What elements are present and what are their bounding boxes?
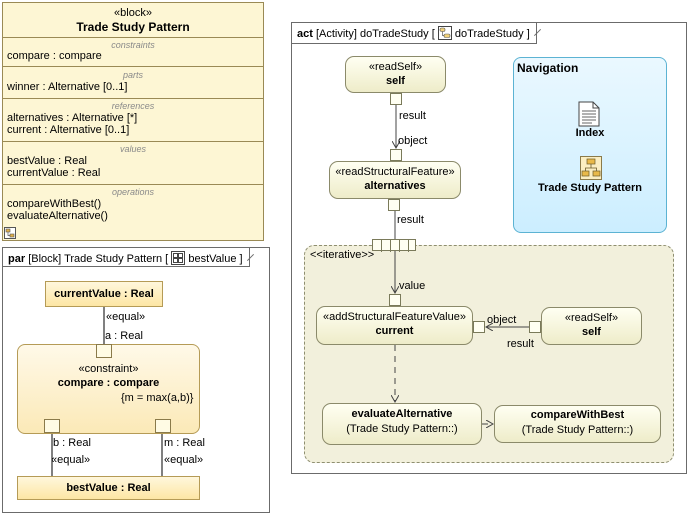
constraints-compartment [3,37,263,38]
act-type: [Activity] [315,28,357,40]
read-self-inner-stereotype: «readSelf» [564,312,619,324]
block-stereotype: «block» [114,7,152,19]
operation-item: evaluateAlternative() [7,210,108,222]
par-type: [Block] [28,253,62,265]
read-self-name: self [386,75,405,87]
value-item: currentValue : Real [7,167,101,179]
operations-compartment [3,184,263,185]
diagram-link-icon[interactable] [4,227,16,239]
act-diagram-header: act [Activity] doTradeStudy [ doTradeStu… [292,23,537,44]
add-structural-object-pin[interactable] [473,321,485,333]
param-a-label: a : Real [105,330,143,342]
navigation-panel: Navigation [513,57,667,233]
add-structural-value-pin[interactable] [389,294,401,306]
value-pin-label: value [399,280,426,292]
block-diagram-icon[interactable] [580,156,602,180]
par-diagram-header: par [Block] Trade Study Pattern [ bestVa… [3,248,250,267]
values-compartment [3,141,263,142]
evaluate-alternative-owner: (Trade Study Pattern::) [346,423,458,435]
operation-item: compareWithBest() [7,198,102,210]
reference-item: current : Alternative [0..1] [7,124,130,136]
constraint-item: compare : compare [7,50,102,62]
read-structural-stereotype: «readStructuralFeature» [335,166,455,178]
act-kind: act [297,28,313,40]
expansion-node-dividers [381,240,409,252]
constraint-param-a-port[interactable] [96,344,112,358]
param-b-label: b : Real [53,437,91,449]
add-structural-stereotype: «addStructuralFeatureValue» [323,311,466,323]
compare-with-best-owner: (Trade Study Pattern::) [521,424,634,436]
index-link[interactable]: Index [575,127,605,139]
read-self-inner-action[interactable]: «readSelf» self [541,307,642,345]
compare-with-best-action[interactable]: compareWithBest (Trade Study Pattern::) [494,405,661,443]
read-structural-feature-action[interactable]: «readStructuralFeature» alternatives [329,161,461,199]
values-header: values [119,144,146,154]
evaluate-alternative-name: evaluateAlternative [351,408,453,420]
read-structural-name: alternatives [364,180,426,192]
current-value-property[interactable]: currentValue : Real [45,281,163,307]
trade-study-pattern-link[interactable]: Trade Study Pattern [538,182,642,194]
constraint-expression: {m = max(a,b)} [121,392,194,404]
object-pin-label: object [487,314,517,326]
read-self-action[interactable]: «readSelf» self [345,56,446,93]
read-structural-result-pin[interactable] [388,199,400,211]
evaluate-alternative-action[interactable]: evaluateAlternative (Trade Study Pattern… [322,403,482,445]
navigation-title: Navigation [517,61,579,75]
par-close: ] [239,253,243,265]
index-document-icon[interactable] [578,101,600,127]
parametric-diagram-icon [171,251,186,265]
constraint-stereotype: «constraint» [78,363,139,375]
result-pin-label: result [507,338,534,350]
block-diagram-icon-svg [580,156,602,180]
act-close: ] [526,28,530,40]
parts-header: parts [122,70,143,80]
equal-stereotype-b: «equal» [51,454,91,466]
part-item: winner : Alternative [0..1] [7,81,128,93]
compare-with-best-name: compareWithBest [530,409,625,421]
activity-diagram-icon [437,26,452,40]
read-self-inner-name: self [582,326,601,338]
constraint-param-m-port[interactable] [155,419,171,433]
expansion-node[interactable] [372,239,416,252]
read-self-stereotype: «readSelf» [368,61,423,73]
best-value-label: bestValue : Real [66,482,151,494]
value-item: bestValue : Real [7,155,87,167]
current-value-label: currentValue : Real [54,288,154,300]
references-compartment [3,98,263,99]
equal-stereotype-top: «equal» [106,311,146,323]
par-name: bestValue [188,253,237,265]
diagram-link-icon-svg [4,227,16,239]
references-header: references [111,101,155,111]
act-owner: doTradeStudy [ [359,28,435,40]
param-m-label: m : Real [164,437,205,449]
add-structural-name: current [375,325,414,337]
constraints-header: constraints [111,40,155,50]
block-name: Trade Study Pattern [76,20,190,34]
reference-item: alternatives : Alternative [*] [7,112,138,124]
act-name: doTradeStudy [454,28,524,40]
result-pin-label: result [397,214,424,226]
read-self-inner-result-pin[interactable] [529,321,541,333]
operations-header: operations [111,187,155,197]
add-structural-feature-value-action[interactable]: «addStructuralFeatureValue» current [316,306,473,345]
index-document-icon-svg [578,101,600,127]
constraint-name: compare : compare [57,377,160,389]
read-self-result-pin[interactable] [390,93,402,105]
best-value-property[interactable]: bestValue : Real [17,476,200,500]
par-owner: Trade Study Pattern [ [64,253,169,265]
read-structural-object-pin[interactable] [390,149,402,161]
result-pin-label: result [399,110,426,122]
parts-compartment [3,66,263,67]
block-trade-study-pattern[interactable]: «block» Trade Study Pattern constraints … [2,2,264,241]
par-kind: par [8,253,26,265]
iterative-label: <<iterative>> [310,249,375,261]
constraint-param-b-port[interactable] [44,419,60,433]
object-pin-label: object [398,135,428,147]
equal-stereotype-m: «equal» [164,454,204,466]
